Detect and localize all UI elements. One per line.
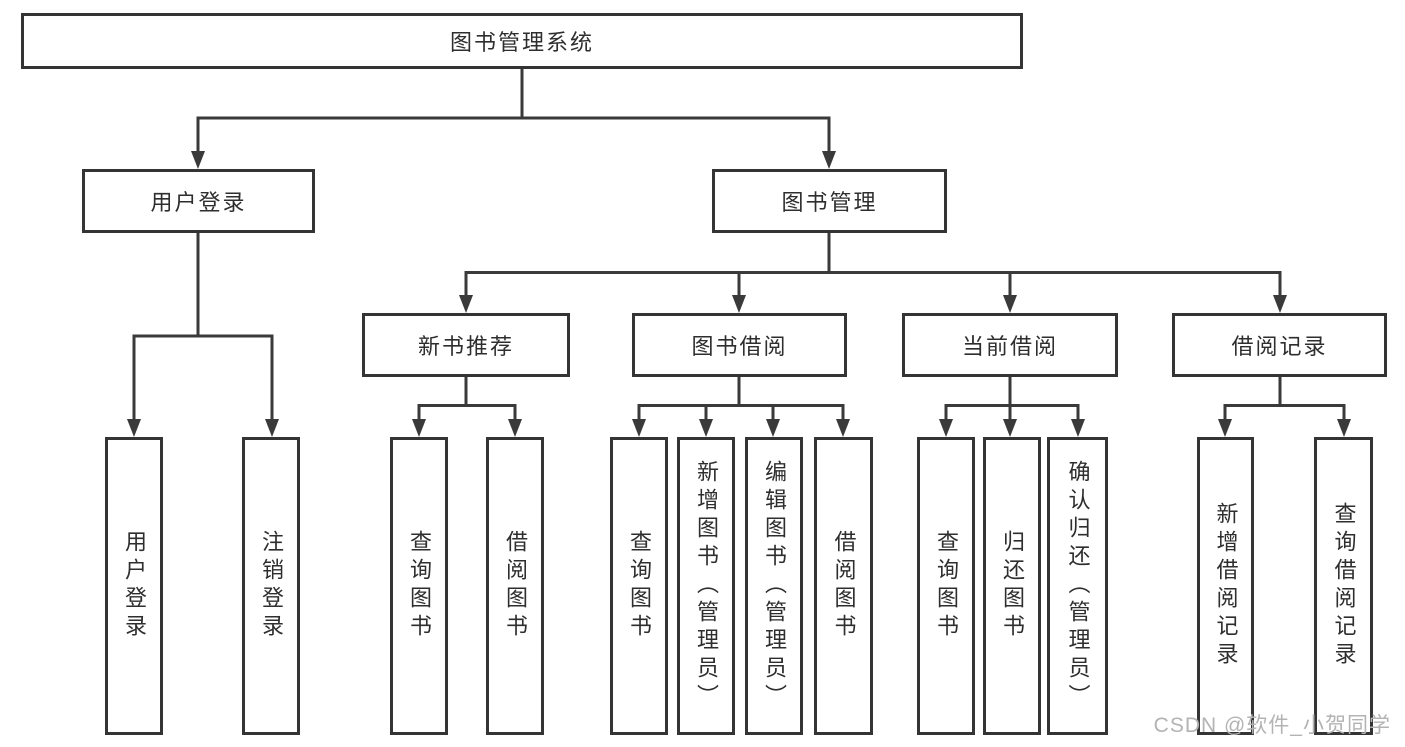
leaf-add-book-admin: 新增图书（管理员） (677, 437, 735, 735)
node-label: 图书借阅 (691, 334, 788, 359)
node-label: 新增借阅记录 (1213, 502, 1239, 670)
leaf-query-borrow-record: 查询借阅记录 (1314, 437, 1373, 735)
node-label: 查询借阅记录 (1331, 502, 1357, 670)
node-label: 用户登录 (122, 530, 147, 642)
leaf-edit-book-admin: 编辑图书（管理员） (745, 437, 803, 735)
node-new-book-recommend: 新书推荐 (362, 313, 570, 377)
node-label: 查询图书 (407, 530, 432, 642)
node-label: 借阅图书 (503, 530, 528, 642)
leaf-user-login: 用户登录 (105, 437, 163, 735)
node-label: 归还图书 (1000, 530, 1025, 642)
node-label: 借阅图书 (831, 530, 857, 642)
node-book-management: 图书管理 (712, 169, 947, 233)
leaf-query-book-1: 查询图书 (390, 437, 448, 735)
leaf-borrow-book-1: 借阅图书 (486, 437, 544, 735)
node-label: 图书管理系统 (449, 30, 594, 55)
node-label: 注销登录 (259, 530, 284, 642)
node-label: 确认归还（管理员） (1065, 460, 1091, 712)
node-label: 查询图书 (934, 530, 959, 642)
leaf-return-book: 归还图书 (983, 437, 1041, 735)
leaf-query-book-2: 查询图书 (610, 437, 668, 735)
leaf-confirm-return-admin: 确认归还（管理员） (1047, 437, 1108, 735)
csdn-watermark: CSDN @软件_小贺同学 (1153, 714, 1391, 737)
leaf-add-borrow-record: 新增借阅记录 (1197, 437, 1254, 735)
node-borrowing-records: 借阅记录 (1172, 313, 1387, 377)
node-label: 用户登录 (150, 190, 247, 215)
leaf-borrow-book-2: 借阅图书 (814, 437, 873, 735)
node-user-login: 用户登录 (82, 169, 315, 233)
node-current-borrowing: 当前借阅 (902, 313, 1118, 377)
node-label: 新书推荐 (417, 334, 514, 359)
node-label: 当前借阅 (961, 334, 1058, 359)
node-label: 新增图书（管理员） (694, 460, 719, 712)
node-label: 查询图书 (627, 530, 652, 642)
node-library-system: 图书管理系统 (21, 13, 1023, 69)
node-label: 图书管理 (781, 190, 878, 215)
node-label: 借阅记录 (1231, 334, 1328, 359)
node-book-borrowing: 图书借阅 (632, 313, 847, 377)
leaf-query-book-3: 查询图书 (917, 437, 975, 735)
leaf-logout: 注销登录 (242, 437, 300, 735)
node-label: 编辑图书（管理员） (762, 460, 787, 712)
